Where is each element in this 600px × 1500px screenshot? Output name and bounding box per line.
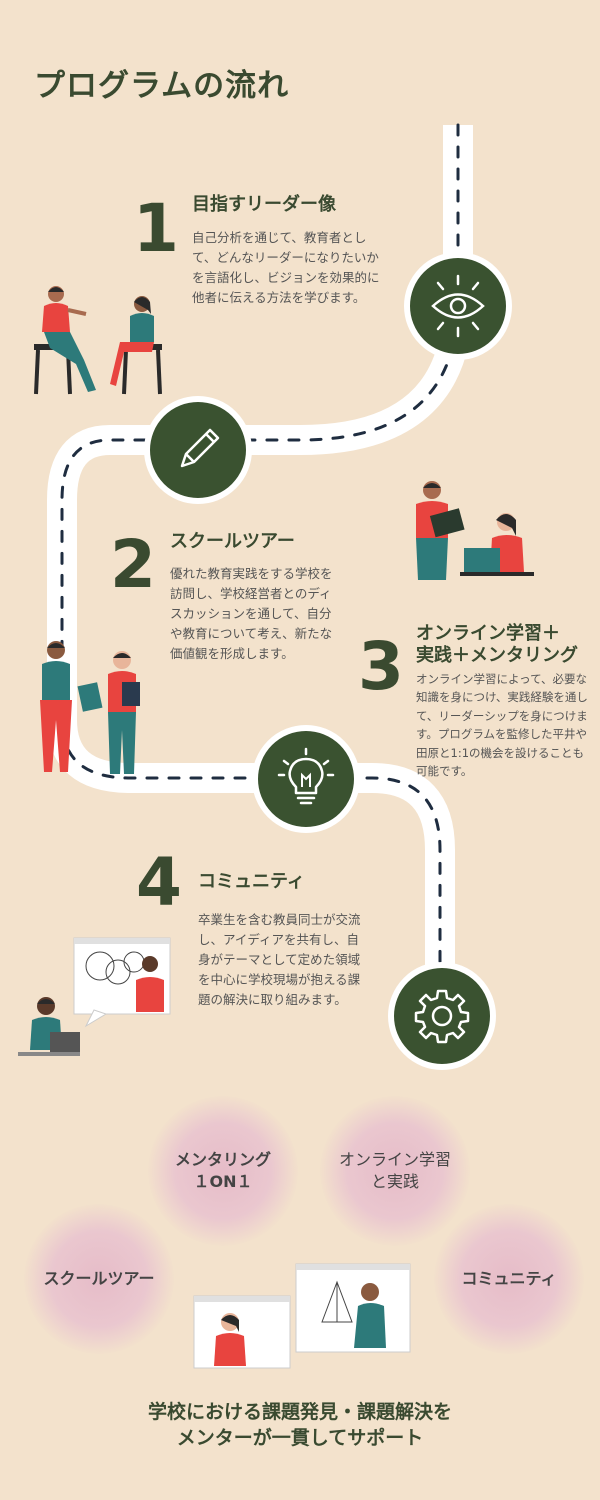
bubble-community-label: コミュニティ bbox=[461, 1269, 557, 1289]
step-4-title: コミュニティ bbox=[198, 871, 305, 892]
video-call-illustration bbox=[193, 1263, 411, 1369]
pencil-icon-circle bbox=[144, 396, 252, 504]
page-title: プログラムの流れ bbox=[34, 68, 290, 104]
bubble-school-tour: スクールツアー bbox=[24, 1204, 174, 1354]
bubble-mentoring-line1: メンタリング bbox=[174, 1150, 271, 1170]
school-visitors-illustration bbox=[40, 641, 140, 774]
people-talking-illustration bbox=[34, 286, 162, 395]
step-3-text: オンライン学習によって、必要な知識を身につけ、実践経験を通して、リーダーシップを… bbox=[416, 672, 588, 778]
teacher-and-student-illustration bbox=[416, 481, 534, 580]
step-3-title-line2: 実践＋メンタリング bbox=[416, 645, 578, 666]
pencil-icon bbox=[180, 428, 220, 468]
footer-line1: 学校における課題発見・課題解決を bbox=[147, 1401, 452, 1423]
bubble-community: コミュニティ bbox=[434, 1204, 584, 1354]
step-4-text: 卒業生を含む教員同士が交流し、アイディアを共有し、自身がテーマとして定めた領域を… bbox=[198, 912, 361, 1007]
step-1-text: 自己分析を通じて、教育者として、どんなリーダーになりたいかを言語化し、ビジョンを… bbox=[192, 230, 380, 305]
step-1-number: 1 bbox=[133, 190, 179, 267]
road-path bbox=[47, 123, 473, 1002]
eye-icon-circle bbox=[404, 252, 512, 360]
gear-icon bbox=[414, 989, 470, 1044]
bubble-mentoring-line2: １ON１ bbox=[193, 1172, 253, 1191]
step-4-number: 4 bbox=[136, 844, 182, 921]
bubble-online-line1: オンライン学習 bbox=[338, 1150, 451, 1170]
bubble-online-line2: と実践 bbox=[370, 1172, 419, 1191]
lightbulb-icon-circle bbox=[252, 725, 360, 833]
step-2-number: 2 bbox=[110, 526, 156, 603]
step-1-title: 目指すリーダー像 bbox=[192, 194, 336, 215]
bubble-school-tour-label: スクールツアー bbox=[43, 1269, 155, 1289]
step-3-title-line1: オンライン学習＋ bbox=[416, 623, 560, 644]
bubble-mentoring: メンタリング １ON１ bbox=[148, 1096, 298, 1246]
footer-message: 学校における課題発見・課題解決を メンターが一貫してサポート bbox=[0, 1400, 600, 1451]
bubble-online: オンライン学習 と実践 bbox=[320, 1096, 470, 1246]
eye-icon bbox=[431, 274, 485, 338]
gear-icon-circle bbox=[388, 962, 496, 1070]
online-meeting-illustration bbox=[18, 937, 171, 1056]
step-2-text: 優れた教育実践をする学校を訪問し、学校経営者とのディスカッションを通して、自分や… bbox=[170, 566, 333, 661]
footer-line2: メンターが一貫してサポート bbox=[176, 1426, 424, 1449]
step-3-number: 3 bbox=[358, 628, 404, 705]
step-2-title: スクールツアー bbox=[170, 531, 295, 552]
lightbulb-icon bbox=[277, 747, 335, 805]
